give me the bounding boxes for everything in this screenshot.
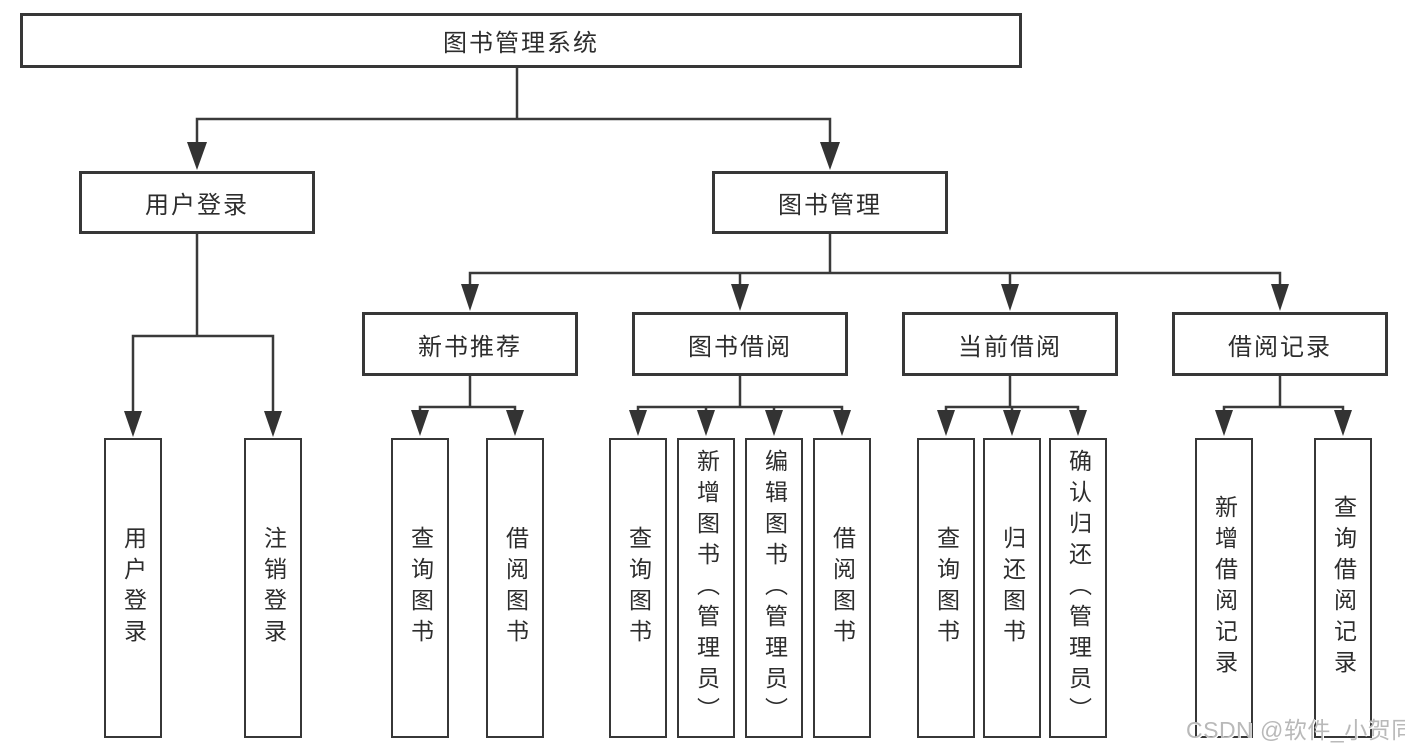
node-label: 借阅记录	[1228, 333, 1332, 361]
arrow-down-marker	[697, 410, 715, 436]
leaf-borrowing-edit-books-admin: 编辑图书（管理员）	[745, 438, 803, 738]
leaf-recommend-query-books: 查询图书	[391, 438, 449, 738]
connector-new-book-recommend-to-leaves	[418, 374, 517, 414]
node-new-book-recommend: 新书推荐	[362, 312, 578, 376]
leaf-label: 注销登录	[260, 526, 287, 650]
connector-user-login-to-leaves	[131, 232, 275, 414]
leaf-current-query-books: 查询图书	[917, 438, 975, 738]
leaf-label: 归还图书	[999, 526, 1026, 650]
arrow-down-marker	[765, 410, 783, 436]
csdn-watermark: CSDN @软件_小贺同学	[1186, 717, 1405, 743]
arrow-down-marker	[1271, 284, 1289, 311]
arrowhead-markers	[124, 142, 1352, 437]
leaf-current-return-books: 归还图书	[983, 438, 1041, 738]
leaf-label: 借阅图书	[502, 526, 529, 650]
leaf-logout: 注销登录	[244, 438, 302, 738]
node-label: 图书管理系统	[443, 30, 599, 57]
leaf-label: 查询图书	[933, 526, 960, 650]
node-book-management: 图书管理	[712, 171, 948, 234]
node-library-management-system: 图书管理系统	[20, 13, 1022, 68]
arrow-down-marker	[411, 410, 429, 436]
node-borrowing-records: 借阅记录	[1172, 312, 1388, 376]
node-label: 用户登录	[145, 192, 249, 219]
arrow-down-marker	[124, 411, 142, 437]
node-label: 图书借阅	[688, 333, 792, 361]
arrow-down-marker	[187, 142, 207, 170]
leaf-label: 新增借阅记录	[1211, 495, 1238, 681]
connector-borrowing-records-to-leaves	[1222, 374, 1345, 414]
arrow-down-marker	[1001, 284, 1019, 311]
leaf-label: 新增图书（管理员）	[693, 448, 720, 728]
leaf-label: 用户登录	[120, 526, 147, 650]
arrow-down-marker	[1215, 410, 1233, 436]
node-book-borrowing: 图书借阅	[632, 312, 848, 376]
arrow-down-marker	[833, 410, 851, 436]
arrow-down-marker	[506, 410, 524, 436]
arrow-down-marker	[820, 142, 840, 170]
leaf-borrowing-borrow-books: 借阅图书	[813, 438, 871, 738]
leaf-current-confirm-return-admin: 确认归还（管理员）	[1049, 438, 1107, 738]
node-current-borrowing: 当前借阅	[902, 312, 1118, 376]
leaf-label: 查询图书	[407, 526, 434, 650]
leaf-label: 编辑图书（管理员）	[761, 448, 788, 728]
leaf-label: 确认归还（管理员）	[1065, 448, 1092, 728]
leaf-recommend-borrow-books: 借阅图书	[486, 438, 544, 738]
connector-root-to-level2	[195, 66, 832, 147]
arrow-down-marker	[629, 410, 647, 436]
connector-book-management-to-level3	[468, 232, 1282, 288]
leaf-borrowing-query-books: 查询图书	[609, 438, 667, 738]
leaf-label: 查询借阅记录	[1330, 495, 1357, 681]
leaf-label: 借阅图书	[829, 526, 856, 650]
arrow-down-marker	[1334, 410, 1352, 436]
leaf-records-query-borrow-record: 查询借阅记录	[1314, 438, 1372, 738]
node-label: 当前借阅	[958, 333, 1062, 361]
leaf-label: 查询图书	[625, 526, 652, 650]
arrow-down-marker	[937, 410, 955, 436]
node-user-login: 用户登录	[79, 171, 315, 234]
connector-current-borrowing-to-leaves	[944, 374, 1080, 414]
leaf-borrowing-add-books-admin: 新增图书（管理员）	[677, 438, 735, 738]
connector-book-borrowing-to-leaves	[636, 374, 844, 414]
leaf-user-login: 用户登录	[104, 438, 162, 738]
arrow-down-marker	[731, 284, 749, 311]
arrow-down-marker	[1003, 410, 1021, 436]
node-label: 图书管理	[778, 192, 882, 219]
leaf-records-add-borrow-record: 新增借阅记录	[1195, 438, 1253, 738]
arrow-down-marker	[1069, 410, 1087, 436]
arrow-down-marker	[264, 411, 282, 437]
arrow-down-marker	[461, 284, 479, 311]
node-label: 新书推荐	[418, 333, 522, 361]
